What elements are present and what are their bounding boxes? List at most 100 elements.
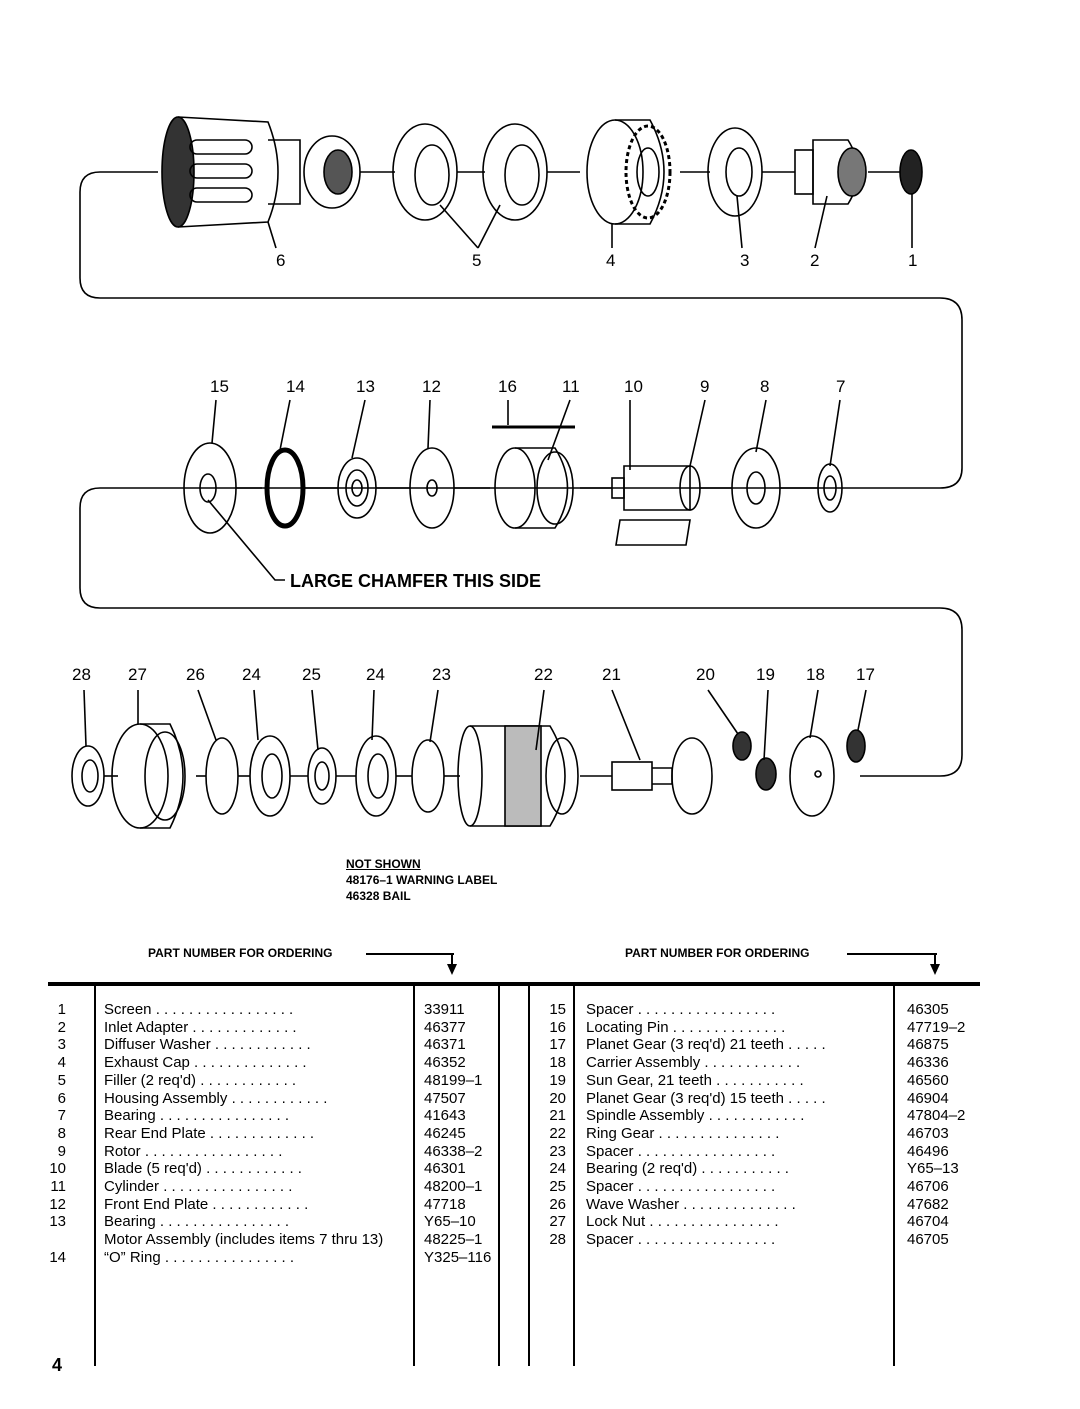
left-header-arrow-icon xyxy=(366,953,457,975)
leader-dots: . . . . . . . . . . . . . . . xyxy=(654,1124,780,1142)
part-description: Bearing . . . . . . . . . . . . . . . . xyxy=(104,1213,290,1231)
callout-23: 23 xyxy=(432,665,451,684)
callout-18: 18 xyxy=(806,665,825,684)
inlet-adapter-part xyxy=(794,139,867,205)
leader-dots: . . . . . . . . . . . . . . xyxy=(679,1195,796,1213)
part-number: 47719–2 xyxy=(907,1018,966,1036)
column-divider xyxy=(573,986,575,1366)
part-number: 46706 xyxy=(907,1178,949,1196)
leader-dots: . . . . . . . . . . . . xyxy=(704,1107,805,1125)
exhaust-cap-part xyxy=(586,119,672,225)
part-number: 47804–2 xyxy=(907,1107,966,1125)
callout-24a: 24 xyxy=(242,665,261,684)
callout-10: 10 xyxy=(624,377,643,396)
callout-21: 21 xyxy=(602,665,621,684)
leader-dots: . . . . . . . . . . . . . xyxy=(205,1124,315,1142)
part-item-number: 22 xyxy=(549,1124,566,1142)
part-description: Inlet Adapter . . . . . . . . . . . . . xyxy=(104,1018,297,1036)
part-number: 46245 xyxy=(424,1124,466,1142)
bearing-24b-part xyxy=(355,735,397,817)
leader-dots: . . . . . . . . . . . . . . . . . xyxy=(633,1231,776,1249)
table-top-rule xyxy=(48,982,980,986)
part-item-number: 15 xyxy=(549,1001,566,1018)
part-number: Y325–116 xyxy=(424,1248,492,1266)
diffuser-washer-part xyxy=(707,127,763,217)
leader-dots: . . . . . . . . . . . . . . . . xyxy=(645,1213,779,1231)
callout-6: 6 xyxy=(276,251,285,270)
part-item-number: 7 xyxy=(57,1107,66,1125)
part-number: 47507 xyxy=(424,1089,466,1107)
part-number: 46704 xyxy=(907,1213,949,1231)
part-item-number: 27 xyxy=(549,1213,566,1231)
part-item-number: 8 xyxy=(57,1124,66,1142)
leader-dots: . . . . . . . . . . . . . . . . . xyxy=(633,1178,776,1196)
leader-dots: . . . . . xyxy=(783,1089,826,1107)
callout-14: 14 xyxy=(286,377,305,396)
leader-dots: . . . . . . . . . . . . . . xyxy=(189,1054,307,1072)
part-number: Y65–10 xyxy=(424,1213,476,1231)
not-shown-line: 48176–1 WARNING LABEL xyxy=(346,873,498,887)
leader-dots: . . . . . . . . . . . . . . . . xyxy=(155,1213,290,1231)
part-number: 46560 xyxy=(907,1071,949,1089)
callout-5: 5 xyxy=(472,251,481,270)
column-divider xyxy=(528,986,530,1366)
callout-3: 3 xyxy=(740,251,749,270)
callout-28: 28 xyxy=(72,665,91,684)
part-item-number: 16 xyxy=(549,1018,566,1036)
right-item-descriptions: Spacer . . . . . . . . . . . . . . . . .… xyxy=(586,1001,882,1249)
callout-15: 15 xyxy=(210,377,229,396)
column-divider xyxy=(893,986,895,1366)
part-number: 46336 xyxy=(907,1054,949,1072)
part-description: Spacer . . . . . . . . . . . . . . . . . xyxy=(586,1178,776,1196)
part-number: 46904 xyxy=(907,1089,949,1107)
callout-19: 19 xyxy=(756,665,775,684)
page-number: 4 xyxy=(52,1355,63,1375)
part-description: Housing Assembly . . . . . . . . . . . . xyxy=(104,1089,328,1107)
leader-dots: . . . . . . . . . . . . xyxy=(700,1054,801,1072)
leader-dots: . . . . . . . . . . . xyxy=(697,1160,789,1178)
part-number: 48200–1 xyxy=(424,1178,483,1196)
part-number: 41643 xyxy=(424,1107,466,1125)
leader-dots: . . . . . . . . . . . . xyxy=(210,1036,311,1054)
part-description: Bearing . . . . . . . . . . . . . . . . xyxy=(104,1107,290,1125)
callout-4: 4 xyxy=(606,251,615,270)
leader-dots: . . . . . . . . . . . . . . . . xyxy=(160,1248,295,1266)
part-number: 46352 xyxy=(424,1054,466,1072)
part-number: 46301 xyxy=(424,1160,466,1178)
sun-gear-part xyxy=(755,757,777,791)
right-header-arrow-icon xyxy=(847,953,940,975)
callout-16: 16 xyxy=(498,377,517,396)
rotor-part xyxy=(611,465,701,546)
part-item-number: 10 xyxy=(49,1160,66,1178)
callout-11: 11 xyxy=(562,377,580,396)
part-item-number: 14 xyxy=(49,1248,66,1266)
cylinder-part xyxy=(494,447,574,529)
ring-gear-part xyxy=(457,725,579,827)
part-item-number: 26 xyxy=(549,1195,566,1213)
part-item-number: 1 xyxy=(57,1001,66,1018)
part-number: 46875 xyxy=(907,1036,949,1054)
part-item-number: 12 xyxy=(49,1195,66,1213)
part-item-number: 24 xyxy=(549,1160,566,1178)
not-shown-block: NOT SHOWN 48176–1 WARNING LABEL 46328 BA… xyxy=(346,856,497,904)
part-description: Sun Gear, 21 teeth . . . . . . . . . . . xyxy=(586,1071,804,1089)
callout-22: 22 xyxy=(534,665,553,684)
leader-dots: . . . . . . . . . . . . xyxy=(208,1195,309,1213)
column-divider xyxy=(94,986,96,1366)
callout-24b: 24 xyxy=(366,665,385,684)
part-item-number: 17 xyxy=(549,1036,566,1054)
part-description: Spindle Assembly . . . . . . . . . . . . xyxy=(586,1107,805,1125)
part-number: 46705 xyxy=(907,1231,949,1249)
leader-dots: . . . . . . . . . . . . . . . . . xyxy=(633,1001,776,1018)
part-description: “O” Ring . . . . . . . . . . . . . . . . xyxy=(104,1248,295,1266)
callout-8: 8 xyxy=(760,377,769,396)
spindle-assembly-part xyxy=(611,737,713,815)
part-item-number: 18 xyxy=(549,1054,566,1072)
part-description: Spacer . . . . . . . . . . . . . . . . . xyxy=(586,1231,776,1249)
part-description: Screen . . . . . . . . . . . . . . . . . xyxy=(104,1001,294,1018)
column-divider xyxy=(413,986,415,1366)
callout-17: 17 xyxy=(856,665,875,684)
part-number: 46305 xyxy=(907,1001,949,1018)
